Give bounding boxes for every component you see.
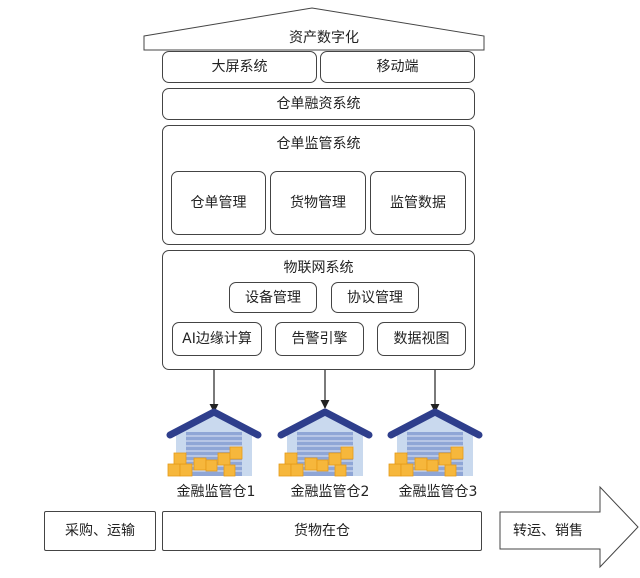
warehouse-3-roof [387,408,483,439]
device-management-label: 设备管理 [245,289,301,306]
warehouse-1-cargo-box [167,463,181,477]
warehouse-1-cargo-box [179,463,193,477]
supervision-data-label: 监管数据 [390,195,446,211]
warehouse-2-label: 金融监管仓2 [290,484,370,500]
big-screen-system-box: 大屏系统 [162,51,317,83]
warehouse-1-cargo-box [205,459,218,472]
transfer-sales-arrow-shape [499,485,639,569]
warehouse-2-cargo-box [316,459,329,472]
warehouse-1-roof [166,408,262,439]
warehouse-1-cargo-box [193,457,207,471]
warehouse-3-cargo-box [438,452,452,466]
protocol-management-label: 协议管理 [347,289,403,306]
top-banner-label: 资产数字化 [289,30,359,46]
procurement-transport-box: 采购、运输 [44,511,156,551]
warehouse-1-label: 金融监管仓1 [176,484,256,500]
alarm-engine-label: 告警引擎 [291,331,348,347]
warehouse-3-cargo-box [444,464,457,477]
ai-edge-computing-box: AI边缘计算 [172,322,262,356]
data-view-label: 数据视图 [393,331,450,347]
warehouse-1-cargo-box [173,452,187,465]
goods-management-box: 货物管理 [270,171,366,235]
mobile-terminal-label: 移动端 [376,59,419,75]
mobile-terminal-box: 移动端 [320,51,475,83]
warehouse-2-cargo-box [334,464,347,477]
warehouse-3-cargo-box [426,459,439,472]
receipt-supervision-title: 仓单监管系统 [276,136,361,152]
warehouse-2-cargo-box [328,452,342,466]
warehouse-3-icon [387,408,483,477]
warehouse-2-icon [277,408,373,477]
warehouse-1-cargo-box [229,446,243,460]
warehouse-3-cargo-box [388,463,402,477]
alarm-engine-box: 告警引擎 [275,322,364,356]
receipt-financing-system-box: 仓单融资系统 [162,88,475,120]
transfer-sales-label: 转运、销售 [513,523,583,539]
device-management-box: 设备管理 [229,282,317,313]
receipt-financing-system-label: 仓单融资系统 [276,96,361,112]
warehouse-2-roof [277,408,373,439]
warehouse-1-cargo-box [223,464,236,477]
top-banner-pentagon [143,7,485,51]
ai-edge-computing-label: AI边缘计算 [182,331,252,347]
data-view-box: 数据视图 [377,322,466,356]
goods-in-warehouse-box: 货物在仓 [162,511,482,551]
warehouse-2-cargo-box [340,446,354,460]
warehouse-3-cargo-box [450,446,464,460]
warehouse-2-cargo-box [290,463,304,477]
supervision-data-box: 监管数据 [370,171,466,235]
goods-management-label: 货物管理 [290,195,346,211]
receipt-management-box: 仓单管理 [171,171,266,235]
warehouse-3-label: 金融监管仓3 [398,484,478,500]
warehouse-1-icon [166,408,262,477]
warehouse-2-cargo-box [278,463,292,477]
warehouse-3-cargo-box [400,463,414,477]
warehouse-2-cargo-box [304,457,318,471]
goods-in-warehouse-label: 货物在仓 [294,523,350,539]
big-screen-system-label: 大屏系统 [211,59,268,75]
receipt-management-label: 仓单管理 [190,195,247,211]
warehouse-2-cargo-box [284,452,298,465]
iot-system-title: 物联网系统 [283,260,354,276]
warehouse-3-cargo-box [414,457,428,471]
procurement-transport-label: 采购、运输 [65,523,135,539]
warehouse-3-cargo-box [394,452,408,465]
warehouse-group [166,408,483,477]
warehouse-1-cargo-box [217,452,231,466]
protocol-management-box: 协议管理 [331,282,419,313]
